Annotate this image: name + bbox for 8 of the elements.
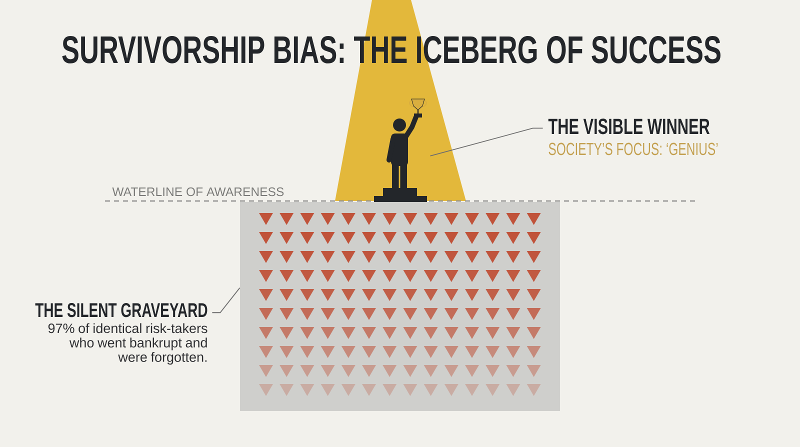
callout-heading: THE VISIBLE WINNER <box>548 118 710 134</box>
waterline-label: WATERLINE OF AWARENESS <box>112 187 284 196</box>
callout-subtitle: SOCIETY’S FOCUS: ‘GENIUS’ <box>548 142 718 156</box>
person-on-podium <box>374 98 427 202</box>
callout-body: 97% of identical risk-takers who went bankrupt and were forgotten. <box>48 323 208 365</box>
leader-line <box>212 287 240 314</box>
callout-heading: THE SILENT GRAVEYARD <box>35 303 208 318</box>
leader-line <box>430 128 544 156</box>
